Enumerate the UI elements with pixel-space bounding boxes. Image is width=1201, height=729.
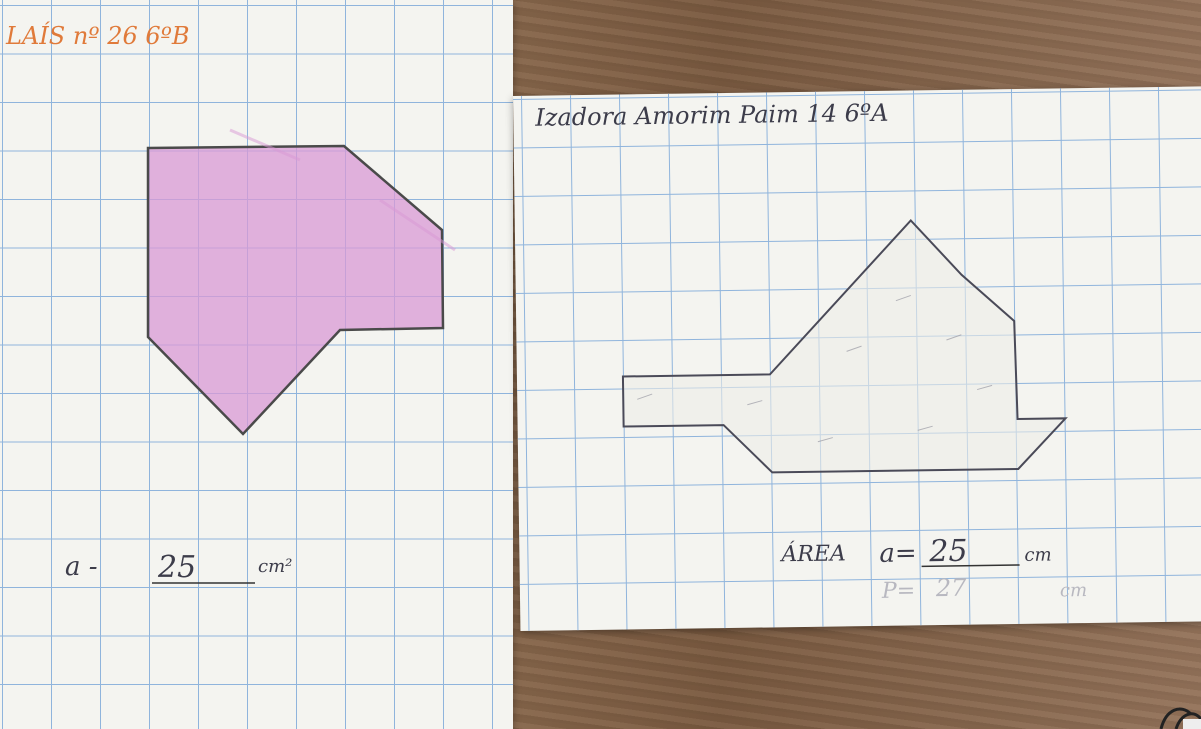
right-graph-paper: Izadora Amorim Paim 14 6ºA ÁREA a= 25 cm…: [513, 86, 1201, 631]
answer-unit: cm²: [258, 556, 293, 577]
area-unit: cm: [1024, 544, 1052, 566]
left-polygon-drawing: [146, 128, 456, 584]
answer-prefix: a -: [65, 552, 98, 582]
pink-scribble-overshoot: [229, 128, 456, 252]
notebook-spiral-rings: [1159, 707, 1201, 729]
answer-value: 25: [158, 550, 197, 585]
left-header: LAÍS nº 26 6ºB: [6, 22, 190, 50]
area-underline: [921, 564, 1020, 568]
area-prefix: a=: [879, 538, 917, 569]
outlined-polygon: [621, 218, 1068, 474]
perimeter-unit: cm: [1059, 580, 1088, 602]
pencil-hatch-marks: [637, 294, 993, 443]
area-value: 25: [929, 533, 968, 570]
left-graph-paper: LAÍS nº 26 6ºB a - 25 cm²: [0, 0, 513, 729]
perimeter-value: 27: [935, 573, 967, 603]
pink-polygon: [146, 144, 445, 436]
area-label: ÁREA: [781, 541, 847, 568]
right-polygon-drawing: [621, 218, 1068, 568]
perimeter-prefix: P=: [881, 578, 916, 604]
